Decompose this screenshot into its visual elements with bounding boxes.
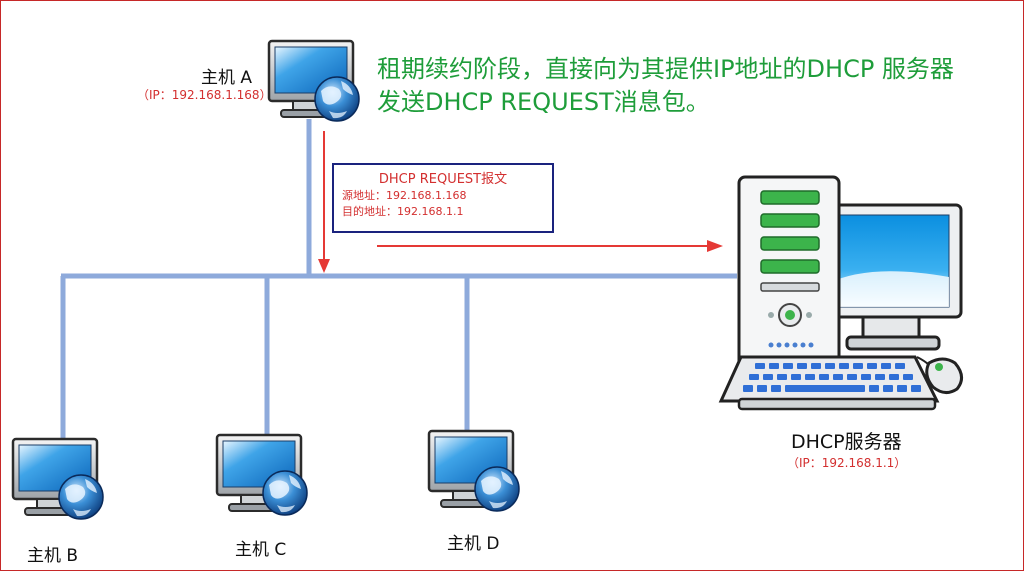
down-arrow bbox=[318, 131, 330, 273]
host-a-ip-label: （IP：192.168.1.168） bbox=[137, 88, 272, 102]
right-arrow bbox=[377, 240, 723, 252]
dhcp-server-ip-label: （IP：192.168.1.1） bbox=[787, 456, 907, 470]
network-bus bbox=[60, 119, 737, 441]
host-c-computer-icon bbox=[215, 433, 309, 517]
host-b-label: 主机 B bbox=[27, 546, 79, 566]
packet-source-address: 源地址：192.168.1.168 bbox=[342, 189, 467, 202]
host-c-label: 主机 C bbox=[235, 540, 287, 560]
dhcp-server-icon bbox=[718, 175, 963, 411]
title-line-2: 发送DHCP REQUEST消息包。 bbox=[377, 88, 710, 116]
host-a-label: 主机 A bbox=[201, 68, 253, 88]
title-line-1: 租期续约阶段，直接向为其提供IP地址的DHCP 服务器 bbox=[377, 55, 954, 83]
packet-title: DHCP REQUEST报文 bbox=[378, 172, 508, 187]
diagram-title: 租期续约阶段，直接向为其提供IP地址的DHCP 服务器 发送DHCP REQUE… bbox=[377, 53, 1007, 119]
dhcp-server-label: DHCP服务器 bbox=[791, 431, 902, 453]
host-b-computer-icon bbox=[11, 437, 105, 521]
host-a-computer-icon bbox=[267, 39, 361, 123]
host-d-label: 主机 D bbox=[447, 534, 500, 554]
host-d-computer-icon bbox=[427, 429, 521, 513]
request-packet-box: DHCP REQUEST报文 源地址：192.168.1.168 目的地址：19… bbox=[332, 163, 554, 233]
packet-destination-address: 目的地址：192.168.1.1 bbox=[342, 205, 464, 218]
